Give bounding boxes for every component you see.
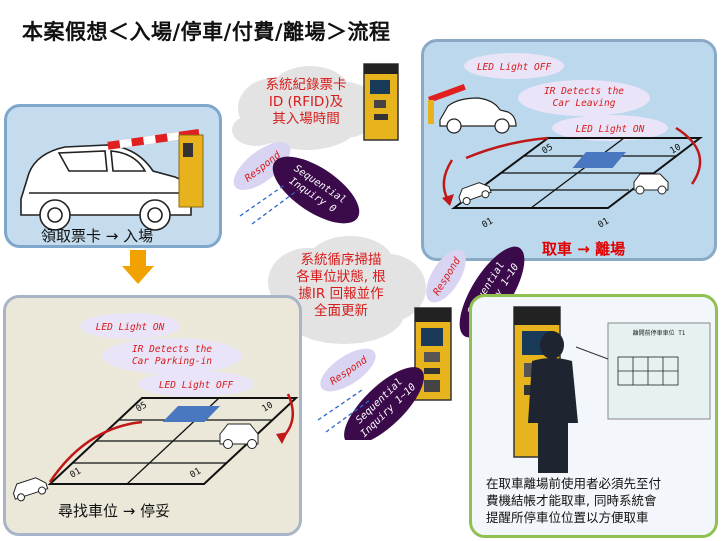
cloud-scan-shape bbox=[260, 236, 426, 344]
exit-car-icon bbox=[439, 97, 517, 134]
kiosk-icon bbox=[414, 307, 452, 401]
park-ir-line1: IR Detects the bbox=[132, 344, 212, 355]
entry-caption-left: 領取票卡 bbox=[41, 227, 102, 245]
entry-barrier-icon bbox=[107, 129, 204, 208]
exit-slot-mid: 05 bbox=[541, 143, 555, 157]
exit-caption-right: 離場 bbox=[595, 240, 626, 258]
exit-caption: 取車 → 離場 bbox=[542, 238, 626, 258]
cloud-scan-line4: 全面更新 bbox=[314, 303, 368, 319]
entry-illustration bbox=[20, 129, 204, 231]
park-slot-first: 01 bbox=[69, 467, 83, 481]
exit-led-on-label: LED Light ON bbox=[576, 124, 645, 135]
cloud-record-line3: 其入場時間 bbox=[272, 111, 340, 127]
park-slot-mid: 05 bbox=[135, 401, 149, 415]
exit-caption-arrow: → bbox=[577, 240, 590, 258]
exit-slot-first: 01 bbox=[481, 217, 495, 231]
park-parking-grid bbox=[47, 397, 299, 485]
cloud-scan-line3: 據IR 回報並作 bbox=[298, 286, 384, 302]
park-caption-arrow: → bbox=[122, 502, 136, 520]
exit-slot-first-b: 01 bbox=[597, 217, 611, 231]
down-arrow-icon bbox=[122, 250, 154, 284]
bubble-group-1: Respond Sequential Inquiry 0 bbox=[233, 141, 360, 225]
exit-parking-grid bbox=[450, 137, 703, 209]
cloud-record-line2: ID (RFID)及 bbox=[268, 94, 344, 110]
entry-car-icon bbox=[20, 144, 192, 231]
person-silhouette-icon bbox=[528, 331, 578, 473]
payment-line2: 費機結帳才能取車, 同時系統會 bbox=[486, 493, 657, 508]
payment-line1: 在取車離場前使用者必須先至付 bbox=[486, 476, 662, 491]
ticket-machine-icon bbox=[363, 63, 399, 141]
park-car-icon bbox=[219, 423, 259, 449]
park-target-slot bbox=[162, 406, 220, 422]
exit-ir-line1: IR Detects the bbox=[544, 86, 624, 97]
payment-panel: 離開前停車車位 T1 在取車離場前使用者必須先至付 費機結帳才能取車, 同時系統… bbox=[469, 294, 718, 538]
entry-caption-right: 入場 bbox=[123, 227, 154, 245]
park-caption-right: 停妥 bbox=[140, 502, 171, 520]
payment-illustration: 離開前停車車位 T1 bbox=[513, 306, 711, 473]
cloud-record-line1: 系統紀錄票卡 bbox=[265, 77, 347, 93]
page-title: 本案假想＜入場/停車/付費/離場＞流程 bbox=[22, 20, 391, 44]
cloud-record-text: 系統紀錄票卡 ID (RFID)及 其入場時間 bbox=[246, 77, 366, 128]
exit-small-car-icon bbox=[633, 173, 669, 195]
park-slot-first-b: 01 bbox=[189, 467, 203, 481]
cloud-record-shape bbox=[232, 66, 380, 150]
cloud-scan-line1: 系統循序掃描 bbox=[300, 252, 382, 268]
exit-illustration: LED Light OFF IR Detects the Car Leaving… bbox=[428, 53, 703, 231]
payment-description: 在取車離場前使用者必須先至付 費機結帳才能取車, 同時系統會 提醒所停車位位置以… bbox=[486, 475, 661, 526]
park-caption-left: 尋找車位 bbox=[58, 502, 119, 520]
bubble-group-3: Respond Sequential Inquiry 1~10 bbox=[317, 348, 424, 440]
exit-caption-left: 取車 bbox=[542, 240, 573, 258]
exit-barrier-icon bbox=[428, 84, 466, 124]
parking-panel: LED Light ON IR Detects the Car Parking-… bbox=[3, 295, 302, 536]
exit-led-off-label: LED Light OFF bbox=[477, 62, 552, 73]
exit-parked-slot bbox=[572, 152, 626, 168]
park-led-on-label: LED Light ON bbox=[96, 322, 165, 333]
parking-illustration: LED Light ON IR Detects the Car Parking-… bbox=[12, 313, 299, 502]
payment-line3: 提醒所停車位位置以方便取車 bbox=[486, 510, 649, 525]
payment-screen: 離開前停車車位 T1 bbox=[575, 322, 711, 420]
park-led-off-label: LED Light OFF bbox=[159, 380, 234, 391]
park-arriving-car-icon bbox=[12, 477, 49, 502]
cloud-scan-line2: 各車位狀態, 根 bbox=[296, 269, 386, 285]
entry-caption-arrow: → bbox=[105, 227, 119, 245]
payment-screen-title: 離開前停車車位 T1 bbox=[633, 329, 686, 337]
cloud-scan-text: 系統循序掃描 各車位狀態, 根 據IR 回報並作 全面更新 bbox=[276, 252, 406, 320]
park-slot-last: 10 bbox=[261, 401, 275, 415]
exit-ir-line2: Car Leaving bbox=[553, 98, 616, 109]
entry-caption: 領取票卡 → 入場 bbox=[41, 225, 154, 245]
park-caption: 尋找車位 → 停妥 bbox=[58, 500, 170, 521]
entry-panel: 領取票卡 → 入場 bbox=[4, 104, 222, 248]
exit-panel: LED Light OFF IR Detects the Car Leaving… bbox=[421, 39, 717, 261]
exit-leaving-car-icon bbox=[458, 182, 492, 206]
park-ir-line2: Car Parking-in bbox=[132, 356, 212, 367]
exit-slot-last: 10 bbox=[669, 143, 683, 157]
